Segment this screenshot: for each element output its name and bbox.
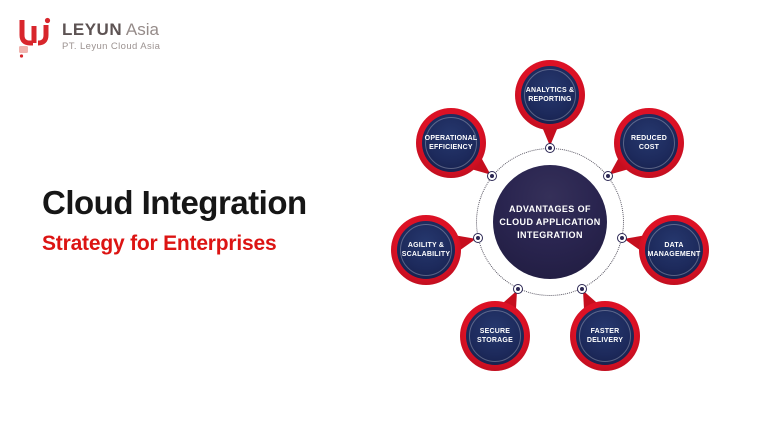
connector-node: [603, 171, 613, 181]
satellite-faster-delivery: FASTER DELIVERY: [570, 301, 640, 371]
satellite-label: SECURE STORAGE: [477, 328, 513, 344]
satellite-secure-storage: SECURE STORAGE: [460, 301, 530, 371]
leyun-logo-icon: [19, 17, 51, 58]
connector-node: [617, 233, 627, 243]
brand-name-main: LEYUN: [62, 20, 123, 39]
satellite-label: OPERATIONAL EFFICIENCY: [424, 135, 478, 151]
satellite-operational-efficiency: OPERATIONAL EFFICIENCY: [416, 108, 486, 178]
satellite-reduced-cost: REDUCED COST: [614, 108, 684, 178]
center-circle: ADVANTAGES OF CLOUD APPLICATION INTEGRAT…: [493, 165, 607, 279]
satellite-agility-scalability: AGILITY & SCALABILITY: [391, 215, 461, 285]
satellite-data-management: DATA MANAGEMENT: [639, 215, 709, 285]
brand-subtitle: PT. Leyun Cloud Asia: [62, 41, 161, 52]
connector-node: [513, 284, 523, 294]
satellite-label: REDUCED COST: [630, 135, 667, 151]
connector-node: [545, 143, 555, 153]
satellite-label: FASTER DELIVERY: [586, 328, 624, 344]
satellite-analytics-reporting: ANALYTICS & REPORTING: [515, 60, 585, 130]
satellite-label: AGILITY & SCALABILITY: [401, 242, 451, 258]
brand-name-suffix: Asia: [122, 20, 159, 39]
hero-block: Cloud Integration Strategy for Enterpris…: [42, 184, 382, 256]
connector-node: [473, 233, 483, 243]
connector-node: [487, 171, 497, 181]
brand-logo: LEYUN Asia PT. Leyun Cloud Asia: [14, 14, 160, 58]
center-label: ADVANTAGES OF CLOUD APPLICATION INTEGRAT…: [499, 203, 601, 240]
page-subtitle: Strategy for Enterprises: [42, 232, 277, 255]
page-title: Cloud Integration: [42, 184, 307, 221]
satellite-label: DATA MANAGEMENT: [647, 242, 701, 258]
connector-node: [577, 284, 587, 294]
brand-name: LEYUN Asia: [62, 20, 160, 39]
satellite-label: ANALYTICS & REPORTING: [525, 87, 575, 103]
